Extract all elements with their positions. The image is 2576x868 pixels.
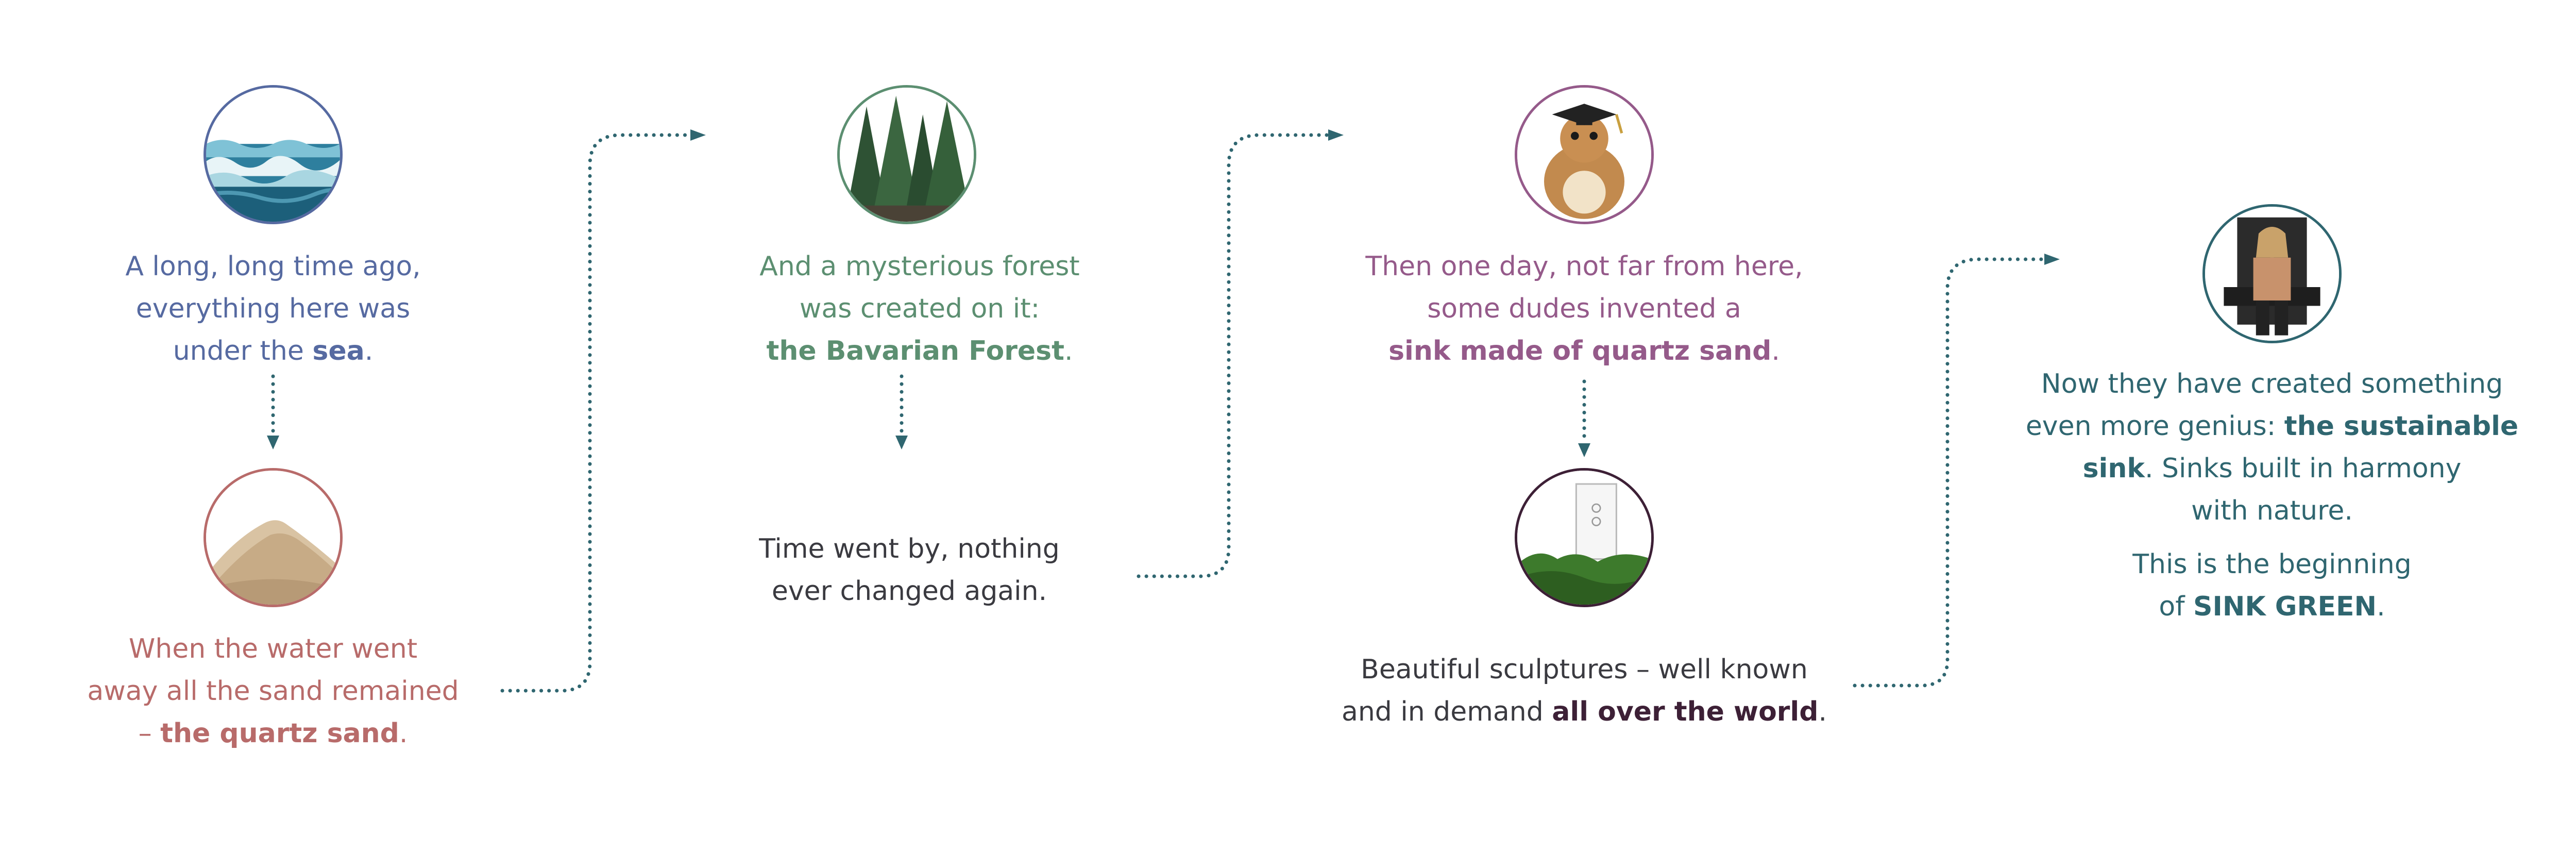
- sculptures-line-2-pre: and in demand: [1341, 696, 1552, 727]
- sand-line-3-post: .: [399, 718, 408, 749]
- sea-line-2: everything here was: [135, 293, 411, 324]
- inventors-line-1: Then one day, not far from here,: [1365, 251, 1803, 282]
- sustainable-keyword: the sustainable: [2284, 411, 2519, 442]
- sea-keyword: sea: [312, 336, 365, 366]
- step-sculptures-text: Beautiful sculptures – well known and in…: [1327, 648, 1842, 733]
- forest-keyword: the Bavarian Forest: [766, 336, 1064, 366]
- step-time-text: Time went by, nothing ever changed again…: [703, 528, 1115, 612]
- fir-trees-image: [837, 85, 976, 224]
- step-sand-text: When the water went away all the sand re…: [67, 628, 479, 755]
- sand-line-1: When the water went: [128, 633, 418, 664]
- sculptures-keyword: all over the world: [1552, 696, 1819, 727]
- sink-sculpture-image: [1515, 468, 1654, 607]
- sink-green-keyword: SINK GREEN: [2193, 591, 2377, 622]
- step-sustainable-text: Now they have created something even mor…: [1971, 363, 2573, 532]
- connector-sea-to-sand: [267, 374, 279, 449]
- time-line-2: ever changed again.: [771, 576, 1047, 607]
- connector-sand-to-forest: [500, 129, 706, 693]
- hamster-graduate-image: [1515, 85, 1654, 224]
- connector-forest-to-time: [895, 374, 908, 449]
- inventors-line-3-post: .: [1771, 336, 1780, 366]
- sustainable-line-3-post: . Sinks built in harmony: [2144, 453, 2462, 484]
- inventors-keyword: sink made of quartz sand: [1388, 336, 1772, 366]
- sink-green-line-2-post: .: [2377, 591, 2385, 622]
- forest-line-1: And a mysterious forest: [759, 251, 1080, 282]
- sand-line-2: away all the sand remained: [87, 676, 459, 707]
- forest-line-2: was created on it:: [799, 293, 1040, 324]
- sink-green-line-2-pre: of: [2159, 591, 2194, 622]
- sand-keyword: the quartz sand: [160, 718, 399, 749]
- sea-line-3-post: .: [364, 336, 374, 366]
- connector-sculptures-to-sustainable: [1853, 254, 2060, 688]
- sand-line-3-pre: –: [138, 718, 161, 749]
- step-inventors-text: Then one day, not far from here, some du…: [1352, 245, 1816, 372]
- sea-waves-image: [204, 85, 343, 224]
- sea-line-3-pre: under the: [173, 336, 313, 366]
- connector-time-to-inventors: [1137, 129, 1344, 578]
- sand-pile-image: [204, 468, 343, 607]
- throne-man-image: [2202, 204, 2342, 343]
- inventors-line-2: some dudes invented a: [1427, 293, 1741, 324]
- sustainable-line-2-pre: even more genius:: [2025, 411, 2284, 442]
- step-sea-text: A long, long time ago, everything here w…: [67, 245, 479, 372]
- forest-line-3-post: .: [1064, 336, 1073, 366]
- sea-line-1: A long, long time ago,: [125, 251, 421, 282]
- sustainable-keyword-sink: sink: [2082, 453, 2145, 484]
- time-line-1: Time went by, nothing: [759, 533, 1060, 564]
- sculptures-line-2-post: .: [1818, 696, 1827, 727]
- sustainable-line-4: with nature.: [2191, 495, 2353, 526]
- sculptures-line-1: Beautiful sculptures – well known: [1361, 654, 1808, 685]
- step-sink-green-text: This is the beginning of SINK GREEN.: [1971, 543, 2573, 628]
- step-forest-text: And a mysterious forest was created on i…: [714, 245, 1126, 372]
- sink-green-line-1: This is the beginning: [2132, 549, 2412, 580]
- sustainable-line-1: Now they have created something: [2041, 369, 2503, 399]
- connector-inventors-to-sculptures: [1578, 379, 1590, 457]
